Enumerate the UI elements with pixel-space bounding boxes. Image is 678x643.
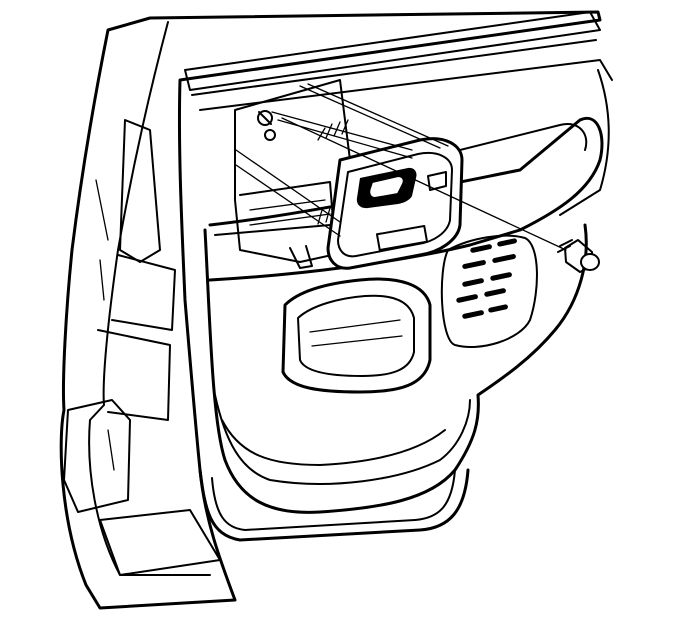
door-frame-inner-edge (88, 21, 211, 576)
guide-line-lower-2 (235, 164, 341, 237)
door-upper-edge (199, 59, 613, 111)
speaker-grille (440, 234, 538, 349)
exploded-view-guides (235, 83, 567, 251)
recess-rib-2 (249, 213, 331, 226)
door-handle-lever (368, 175, 405, 199)
window-channel (184, 11, 613, 216)
recess-screw-lower (264, 129, 276, 141)
lock-knob-slot (375, 224, 429, 252)
guide-line-upper-1 (271, 111, 413, 151)
pull-cup-shading (309, 319, 403, 347)
pillar-lower (97, 329, 171, 421)
lock-button (427, 171, 447, 191)
window-channel-lip (191, 39, 597, 96)
pull-cup (281, 277, 432, 394)
recess-tab (289, 245, 313, 269)
map-pocket-lip (221, 419, 446, 466)
guide-line-screw (281, 117, 567, 251)
map-pocket (214, 394, 471, 485)
guide-line-lower-1 (235, 149, 341, 223)
guide-line-upper-3 (299, 85, 441, 149)
recess-outline (234, 79, 356, 263)
grille-bezel (440, 234, 538, 349)
pillar-step (111, 254, 176, 331)
guide-line-upper-4 (307, 83, 449, 147)
armrest-top-line (419, 123, 588, 161)
pull-cup-outer (281, 277, 432, 394)
pillar-face (119, 119, 161, 263)
door-frame-outer (59, 10, 602, 610)
recess-rib-1 (249, 199, 326, 211)
sill-strip (99, 509, 221, 576)
screw-washer (580, 253, 600, 271)
upper-right-corner (559, 69, 610, 216)
recess-screw-upper (257, 110, 273, 126)
door-frame (59, 10, 602, 610)
pull-cup-inner (297, 294, 415, 377)
grille-slots (456, 238, 517, 319)
handle-bezel-inner (337, 152, 453, 258)
window-channel-top (184, 11, 601, 91)
handle-bezel-exploded (326, 137, 464, 270)
handle-housing-recess (234, 79, 356, 269)
door-bottom-seal (198, 468, 470, 542)
bolster-crease (214, 224, 331, 236)
pillar-hatch (95, 179, 115, 471)
lower-hinge-block (63, 399, 131, 513)
retaining-screw (557, 239, 600, 273)
trim-panel-outline (203, 223, 588, 514)
door-bottom-seal-inner (211, 469, 456, 531)
